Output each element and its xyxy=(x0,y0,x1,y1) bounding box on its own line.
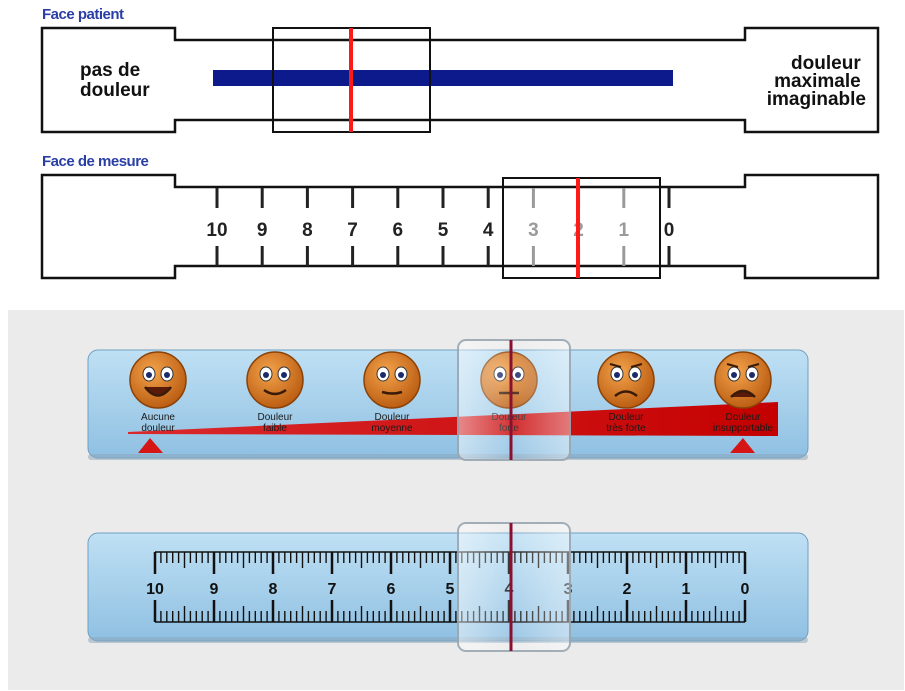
ruler-scale-label: 10 xyxy=(146,581,164,598)
pain-face-crying-icon xyxy=(714,351,772,409)
max-pain-marker-icon xyxy=(730,438,755,453)
pain-face-smile-big-icon xyxy=(129,351,187,409)
face-scale-card xyxy=(87,349,809,459)
measure-scale-label: 8 xyxy=(302,220,313,241)
ruler-scale-label: 8 xyxy=(269,581,278,598)
measure-face-card xyxy=(40,173,880,280)
visual-analog-bar xyxy=(213,70,673,86)
patient-face-title: Face patient xyxy=(42,6,124,23)
ruler-scale-label: 9 xyxy=(210,581,219,598)
max-pain-label: douleur maximale imaginable xyxy=(767,53,866,110)
measure-scale-label: 0 xyxy=(664,220,675,241)
sliding-cursor-lower[interactable] xyxy=(457,522,571,652)
measure-scale-label: 9 xyxy=(257,220,268,241)
measure-scale-label: 10 xyxy=(206,220,227,241)
sliding-cursor[interactable] xyxy=(457,339,571,461)
pain-face-smile-icon xyxy=(246,351,304,409)
measure-scale-label: 6 xyxy=(393,220,404,241)
ruler-scale-label: 2 xyxy=(623,581,632,598)
ruler-scale-label: 7 xyxy=(328,581,337,598)
pain-face-sad-icon xyxy=(597,351,655,409)
measure-scale-ticks xyxy=(215,188,671,266)
measure-face-cursor xyxy=(502,177,661,279)
ruler-scale-label: 6 xyxy=(387,581,396,598)
measure-scale-label: 3 xyxy=(528,220,539,241)
patient-face-diagram: pas de douleur douleur maximale imaginab… xyxy=(40,26,880,280)
measure-scale-label: 1 xyxy=(619,220,630,241)
ruler-scale-label: 0 xyxy=(741,581,750,598)
no-pain-marker-icon xyxy=(138,438,163,453)
measure-face-title: Face de mesure xyxy=(42,153,149,170)
no-pain-label: pas de douleur xyxy=(80,60,150,101)
measure-scale-label: 5 xyxy=(438,220,449,241)
measure-scale-label: 4 xyxy=(483,220,494,241)
ruler-scale-label: 5 xyxy=(446,581,455,598)
measure-scale-label: 7 xyxy=(347,220,358,241)
pain-face-neutral-icon xyxy=(363,351,421,409)
ruler-scale-label: 1 xyxy=(682,581,691,598)
pain-intensity-wedge xyxy=(128,402,778,436)
